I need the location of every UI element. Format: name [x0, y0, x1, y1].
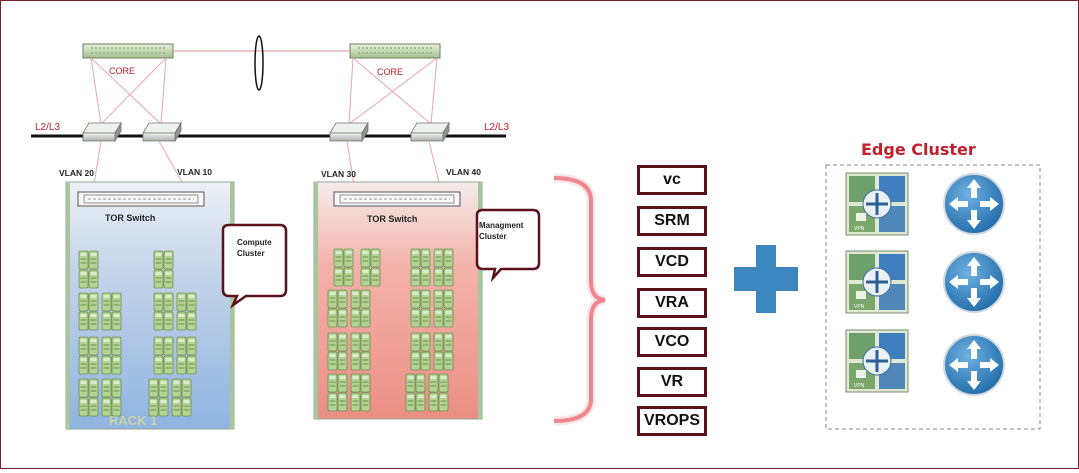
rack-1: TOR Switch RACK 1: [65, 181, 235, 430]
firewall-icon: [844, 171, 910, 237]
firewall-icon: [844, 249, 910, 315]
core-label-right: CORE: [377, 67, 403, 77]
uplink-lines: [90, 57, 438, 125]
compute-cluster-callout: Compute Cluster: [221, 223, 288, 309]
services-brace: [553, 176, 606, 423]
service-vcd: VCD: [637, 247, 707, 277]
management-callout-line1: Managment: [479, 221, 524, 230]
vlan-label-40: VLAN 40: [446, 167, 481, 177]
management-callout-line2: Cluster: [479, 232, 507, 241]
access-switch-1: [82, 122, 122, 142]
link-aggregation-loop: [254, 35, 264, 91]
vlan-label-10: VLAN 10: [177, 167, 212, 177]
core-switch-left: [82, 43, 174, 59]
service-vco: VCO: [637, 327, 707, 357]
router-icon: [943, 251, 1005, 313]
rack-1-watermark: RACK 1: [109, 413, 157, 428]
edge-cluster-title: Edge Cluster: [861, 140, 976, 159]
service-srm: SRM: [637, 206, 707, 236]
firewall-icon: [844, 328, 910, 394]
rack-2-tor-label: TOR Switch: [367, 214, 417, 224]
router-icon: [943, 334, 1005, 396]
access-switch-4: [410, 122, 450, 142]
router-icon: [943, 173, 1005, 235]
management-cluster-callout: Managment Cluster: [475, 208, 541, 283]
core-switch-right: [349, 43, 441, 59]
access-switch-3: [329, 122, 369, 142]
compute-callout-line2: Cluster: [237, 249, 265, 258]
core-label-left: CORE: [109, 66, 135, 76]
plus-icon: [734, 245, 798, 313]
service-vrops: VROPS: [637, 406, 707, 436]
rack-2: TOR Switch: [313, 181, 483, 420]
l2-l3-label-left: L2/L3: [35, 122, 60, 133]
rack-1-tor-label: TOR Switch: [105, 213, 155, 223]
vlan-label-30: VLAN 30: [321, 169, 356, 179]
compute-callout-line1: Compute: [237, 238, 272, 247]
service-vr: VR: [637, 367, 707, 397]
service-vc: vc: [637, 165, 707, 195]
access-switch-2: [142, 122, 182, 142]
vlan-label-20: VLAN 20: [59, 168, 94, 178]
service-vra: VRA: [637, 288, 707, 318]
l2-l3-label-right: L2/L3: [484, 122, 509, 133]
edge-cluster-box: [825, 164, 1041, 430]
